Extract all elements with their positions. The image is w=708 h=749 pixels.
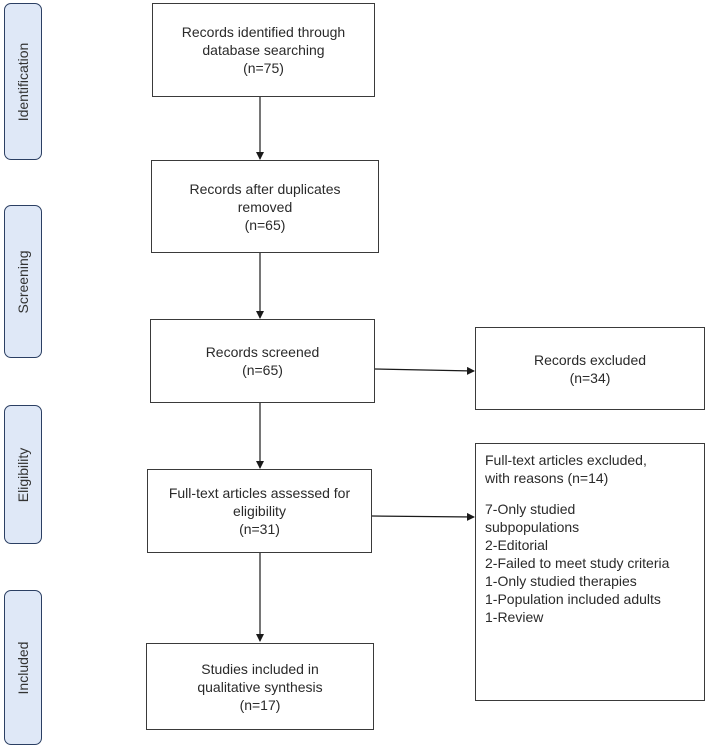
- exclusion-reason: 7-Only studied: [485, 501, 576, 517]
- arrow-fulltext-to-reasons: [371, 512, 475, 521]
- exclusion-reason: 2-Editorial: [485, 537, 549, 553]
- exclusion-reason: 1-Only studied therapies: [485, 573, 637, 589]
- box-text-line: (n=34): [569, 369, 611, 386]
- box-text-line: (n=17): [239, 696, 281, 713]
- box-text-line: (n=65): [244, 216, 286, 233]
- box-text-line: (n=65): [242, 362, 283, 378]
- box-records-excluded: Records excluded (n=34): [475, 327, 705, 410]
- box-text-line: Records identified through: [181, 24, 346, 40]
- stage-identification: Identification: [4, 3, 42, 160]
- box-text-line: Studies included in: [201, 660, 319, 677]
- list-spacer: [485, 487, 696, 500]
- box-records-screened: Records screened (n=65): [150, 319, 375, 403]
- exclusion-reason: subpopulations: [485, 519, 580, 535]
- box-text-line: (n=75): [243, 60, 284, 76]
- box-text-line: Records screened: [205, 344, 320, 360]
- exclusion-reason: 1-Review: [485, 609, 544, 625]
- excluded-header-line: with reasons (n=14): [485, 470, 609, 486]
- arrow-screened-to-excluded: [374, 366, 475, 375]
- box-fulltext-excluded: Full-text articles excluded, with reason…: [475, 443, 705, 701]
- box-text-line: Records excluded: [533, 351, 647, 368]
- box-records-identified: Records identified through database sear…: [152, 3, 375, 97]
- box-text-line: qualitative synthesis: [197, 678, 323, 695]
- stage-screening: Screening: [4, 205, 42, 358]
- box-text-line: Full-text articles assessed for: [168, 485, 351, 501]
- exclusion-reason: 2-Failed to meet study criteria: [485, 555, 670, 571]
- box-text-line: database searching: [202, 42, 325, 58]
- box-studies-included: Studies included in qualitative synthesi…: [146, 643, 374, 730]
- box-text-line: Records after duplicates: [189, 180, 341, 197]
- box-fulltext-assessed: Full-text articles assessed for eligibil…: [147, 469, 372, 553]
- exclusion-reason: 1-Population included adults: [485, 591, 661, 607]
- box-text-line: eligibility: [233, 503, 286, 519]
- stage-eligibility: Eligibility: [4, 405, 42, 544]
- stage-included: Included: [4, 590, 42, 745]
- box-text-line: (n=31): [239, 521, 280, 537]
- box-records-deduplicated: Records after duplicates removed (n=65): [151, 160, 379, 253]
- box-text-line: removed: [237, 198, 293, 215]
- excluded-header-line: Full-text articles excluded,: [485, 452, 647, 468]
